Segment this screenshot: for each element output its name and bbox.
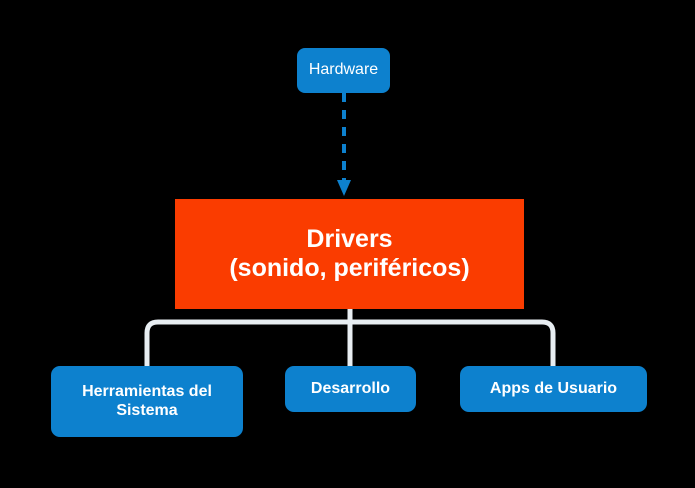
connector-hardware-to-drivers: [337, 93, 351, 196]
node-development-label: Desarrollo: [310, 379, 391, 397]
node-hardware[interactable]: Hardware: [297, 48, 390, 93]
connector-branch-right: [350, 319, 556, 366]
node-system-tools[interactable]: Herramientas del Sistema: [51, 366, 243, 437]
node-drivers-label-line2: (sonido, periféricos): [229, 254, 470, 282]
node-drivers-label-line1: Drivers: [306, 224, 393, 253]
node-user-apps-label: Apps de Usuario: [489, 379, 618, 397]
node-drivers[interactable]: Drivers (sonido, periféricos): [175, 199, 524, 309]
node-drivers-label-group: Drivers (sonido, periféricos): [229, 225, 469, 284]
arrowhead-down-icon: [337, 180, 351, 196]
connector-drivers-to-children: [144, 309, 556, 366]
node-hardware-label: Hardware: [308, 61, 379, 79]
connector-branch-left: [144, 319, 350, 366]
node-user-apps[interactable]: Apps de Usuario: [460, 366, 647, 412]
node-system-tools-label: Herramientas del Sistema: [82, 382, 212, 419]
node-development[interactable]: Desarrollo: [285, 366, 416, 412]
